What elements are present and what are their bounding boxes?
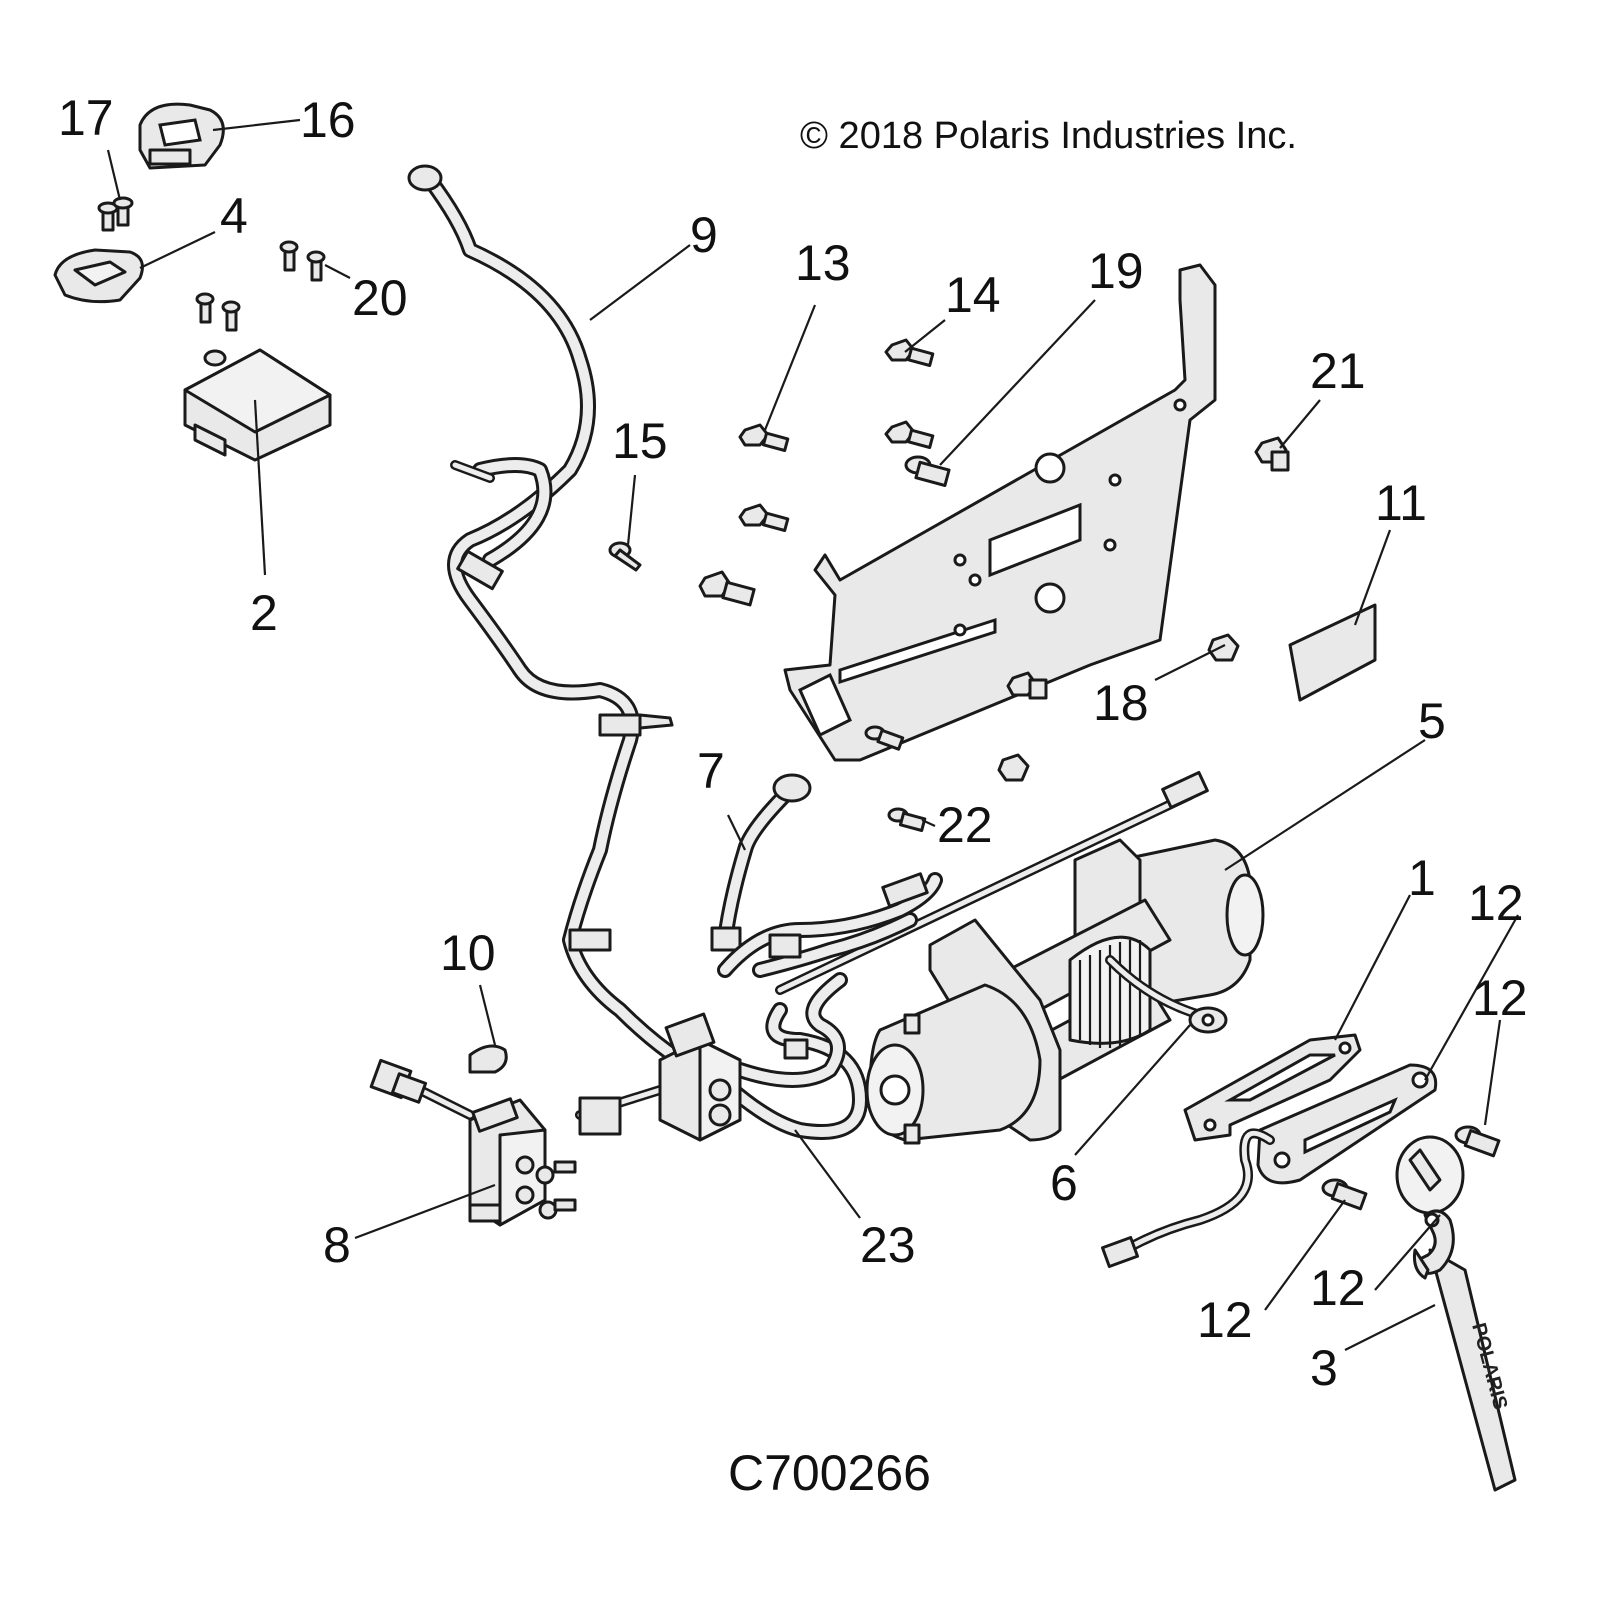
leader-lines: [106, 118, 1519, 1351]
part-18-nut: [1207, 633, 1240, 662]
callout-18: 18: [1093, 675, 1149, 731]
part-21-bolt: [1254, 436, 1290, 472]
harness-contactor: [575, 1012, 742, 1142]
part-15-push-pin: [608, 541, 642, 572]
callout-1: 1: [1408, 850, 1436, 906]
callout-23: 23: [860, 1217, 916, 1273]
fairlead: [1256, 1063, 1438, 1185]
callout-19: 19: [1088, 243, 1144, 299]
callout-7: 7: [697, 743, 725, 799]
part-2-control-module: [183, 348, 332, 462]
callout-12-a: 12: [1468, 875, 1524, 931]
callout-11: 11: [1375, 475, 1427, 531]
callout-17: 17: [58, 90, 114, 146]
callout-3: 3: [1310, 1340, 1338, 1396]
copyright-notice: © 2018 Polaris Industries Inc.: [800, 115, 1297, 157]
callout-16: 16: [300, 92, 356, 148]
part-6-cable: [1105, 955, 1228, 1034]
callout-22: 22: [937, 797, 993, 853]
part-17-screws: [97, 196, 134, 232]
part-7-cable-boot: [710, 773, 812, 952]
control-wire: [775, 770, 1209, 995]
part-22-bolt: [887, 807, 927, 832]
part-19-bolt: [904, 455, 951, 487]
figure-id: C700266: [728, 1445, 931, 1501]
callout-12-d: 12: [1310, 1260, 1366, 1316]
part-1-bracket: [1183, 1033, 1362, 1142]
callout-12-c: 12: [1197, 1292, 1253, 1348]
part-16-remote-holster: [138, 102, 225, 170]
part-14-bolts: [884, 338, 935, 449]
part-10-clip: [468, 1044, 508, 1074]
callout-8: 8: [323, 1217, 351, 1273]
part-3-hook-strap: POLARIS: [1413, 1209, 1517, 1492]
callout-9: 9: [690, 207, 718, 263]
callout-10: 10: [440, 925, 496, 981]
callout-14: 14: [945, 267, 1001, 323]
module-screws: [195, 292, 241, 332]
callout-13: 13: [795, 235, 851, 291]
callout-12-b: 12: [1472, 970, 1528, 1026]
callout-6: 6: [1050, 1155, 1078, 1211]
part-9-main-harness: [407, 164, 688, 1068]
part-23-power-cables: [692, 872, 943, 1140]
callout-5: 5: [1418, 693, 1446, 749]
part-4-remote: [53, 248, 144, 304]
part-13-bolts: [698, 423, 790, 607]
callout-21: 21: [1310, 343, 1366, 399]
plate-hardware: [864, 671, 1048, 782]
part-20-screws: [279, 240, 326, 282]
callout-2: 2: [250, 585, 278, 641]
callout-labels: 1 2 3 4 5 6 7 8 9 10 11 12 12 12 12 13 1…: [58, 90, 1528, 1396]
callout-20: 20: [352, 270, 408, 326]
callout-4: 4: [220, 188, 248, 244]
winch-lead-cable: [1100, 1128, 1275, 1269]
part-8-contactor: [369, 1058, 577, 1227]
part-11-decal: [1288, 603, 1377, 702]
callout-15: 15: [612, 413, 668, 469]
part-12-hardware: [1321, 1125, 1501, 1215]
winch-mounting-plate: [783, 263, 1217, 762]
